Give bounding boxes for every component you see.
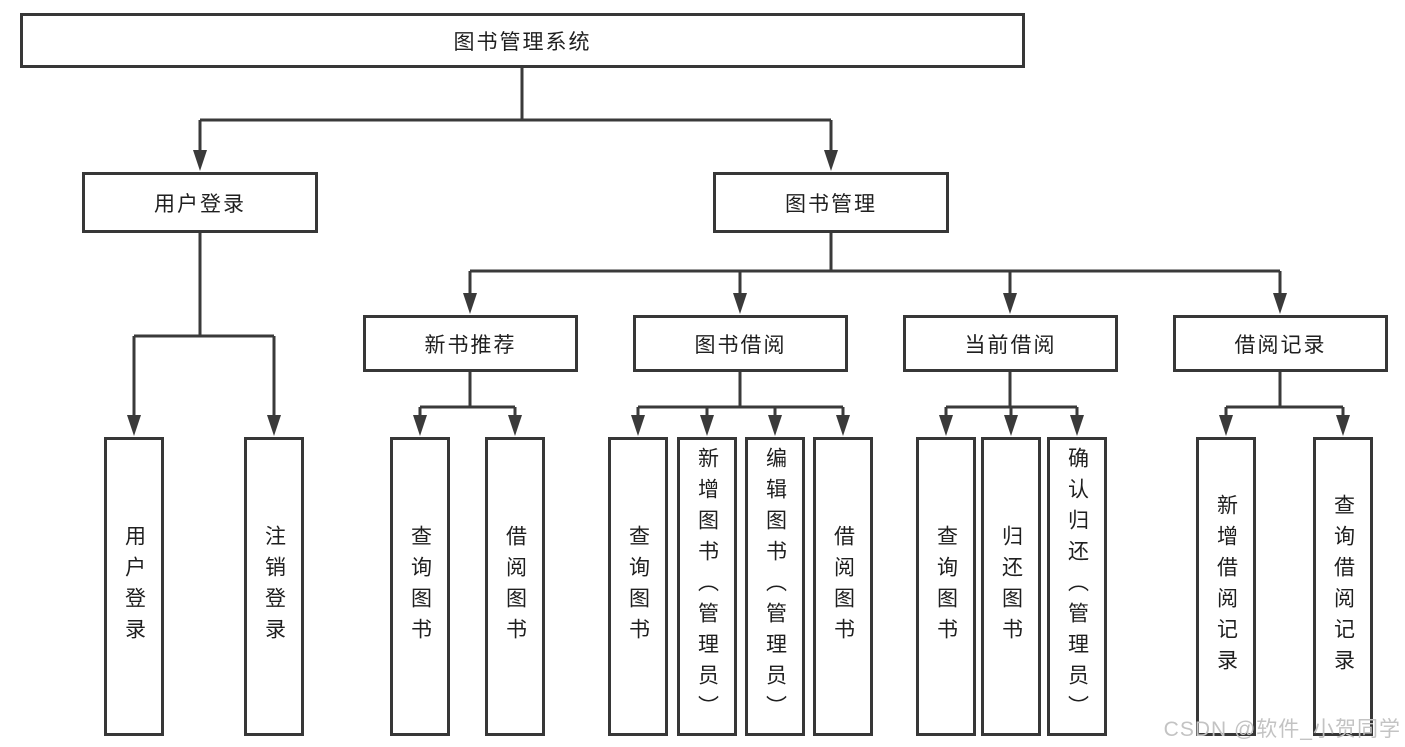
node-label: 借阅记录 [1234, 333, 1327, 357]
arrow-down-icon [127, 415, 141, 436]
node-label: 确认归还（管理员） [1065, 447, 1089, 726]
arrow-down-icon [463, 293, 477, 314]
arrow-down-icon [1003, 293, 1017, 314]
leaf-query-books-current: 查询图书 [916, 437, 976, 736]
node-current-borrowing: 当前借阅 [903, 315, 1118, 372]
connector-root-to-level2 [198, 68, 833, 153]
node-library-management-system: 图书管理系统 [20, 13, 1025, 68]
node-borrowing-records: 借阅记录 [1173, 315, 1388, 372]
arrow-down-icon [631, 415, 645, 436]
connector-borrow-to-leaves [636, 372, 845, 420]
arrow-down-icon [1070, 415, 1084, 436]
connector-rec-to-leaves [418, 372, 517, 420]
arrow-down-icon [508, 415, 522, 436]
arrow-down-icon [824, 150, 838, 171]
node-new-book-recommend: 新书推荐 [363, 315, 578, 372]
arrow-down-icon [267, 415, 281, 436]
node-label: 归还图书 [999, 524, 1023, 649]
node-label: 新增借阅记录 [1214, 493, 1238, 680]
node-label: 借阅图书 [831, 524, 855, 649]
leaf-add-books-admin: 新增图书（管理员） [677, 437, 737, 736]
arrow-down-icon [193, 150, 207, 171]
connector-records-to-leaves [1224, 372, 1345, 420]
node-label: 图书管理系统 [453, 30, 592, 54]
arrow-down-icon [939, 415, 953, 436]
arrow-down-icon [1219, 415, 1233, 436]
arrow-down-icon [1004, 415, 1018, 436]
connector-mgmt-to-level3 [468, 233, 1282, 297]
arrow-down-icon [733, 293, 747, 314]
leaf-query-books-borrow: 查询图书 [608, 437, 668, 736]
node-label: 新增图书（管理员） [695, 447, 719, 726]
node-book-management: 图书管理 [713, 172, 949, 233]
leaf-add-borrow-record: 新增借阅记录 [1196, 437, 1256, 736]
arrow-down-icon [1273, 293, 1287, 314]
node-label: 编辑图书（管理员） [763, 447, 787, 726]
leaf-edit-books-admin: 编辑图书（管理员） [745, 437, 805, 736]
node-label: 图书借阅 [694, 333, 787, 357]
node-label: 用户登录 [122, 524, 146, 649]
leaf-borrow-books: 借阅图书 [813, 437, 873, 736]
connector-current-to-leaves [944, 372, 1079, 420]
node-label: 注销登录 [262, 524, 286, 649]
node-user-login: 用户登录 [82, 172, 318, 233]
leaf-borrow-books-rec: 借阅图书 [485, 437, 545, 736]
arrow-down-icon [836, 415, 850, 436]
arrow-down-icon [1336, 415, 1350, 436]
node-label: 查询图书 [934, 524, 958, 649]
node-label: 当前借阅 [964, 333, 1057, 357]
leaf-user-login: 用户登录 [104, 437, 164, 736]
arrow-down-icon [700, 415, 714, 436]
leaf-logout: 注销登录 [244, 437, 304, 736]
node-label: 图书管理 [785, 192, 877, 216]
node-label: 查询图书 [626, 524, 650, 649]
node-label: 借阅图书 [503, 524, 527, 649]
node-book-borrowing: 图书借阅 [633, 315, 848, 372]
leaf-query-books-rec: 查询图书 [390, 437, 450, 736]
arrow-down-icon [768, 415, 782, 436]
leaf-confirm-return-admin: 确认归还（管理员） [1047, 437, 1107, 736]
arrow-down-icon [413, 415, 427, 436]
connector-login-to-leaves [132, 233, 276, 420]
leaf-query-borrow-record: 查询借阅记录 [1313, 437, 1373, 736]
leaf-return-books: 归还图书 [981, 437, 1041, 736]
node-label: 查询借阅记录 [1331, 493, 1355, 680]
node-label: 用户登录 [154, 192, 246, 216]
node-label: 新书推荐 [424, 333, 517, 357]
csdn-watermark: CSDN @软件_小贺同学 [1163, 718, 1401, 741]
node-label: 查询图书 [408, 524, 432, 649]
